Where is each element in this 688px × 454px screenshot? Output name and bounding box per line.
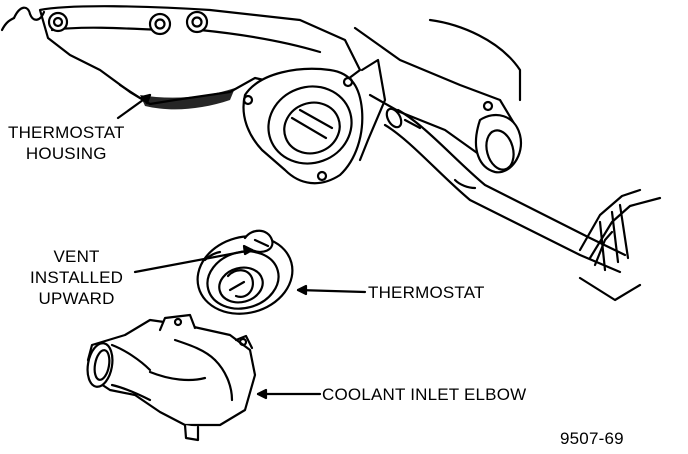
label-thermostat-housing: THERMOSTAT HOUSING: [8, 122, 125, 164]
coolant-tube: [383, 107, 627, 274]
thermostat-housing: [242, 58, 387, 185]
coolant-inlet-elbow-part: [86, 313, 257, 442]
mounting-bracket: [578, 188, 662, 302]
manifold-bolt: [47, 11, 69, 33]
label-vent-installed-upward: VENT INSTALLED UPWARD: [30, 246, 123, 309]
manifold-outlet: [353, 18, 523, 174]
manifold-bolt: [148, 12, 172, 36]
label-vent-line2: INSTALLED: [30, 268, 124, 287]
label-vent-line1: VENT: [53, 247, 100, 266]
label-vent-line3: UPWARD: [38, 289, 115, 308]
leader-lines: [116, 93, 367, 400]
label-coolant-inlet-elbow: COOLANT INLET ELBOW: [322, 385, 527, 404]
manifold-bolt: [185, 10, 209, 34]
leader-thermostat: [296, 288, 367, 294]
thermostat-part: [196, 229, 294, 315]
label-thermostat-housing-line1: THERMOSTAT: [8, 123, 125, 142]
leader-vent: [133, 248, 254, 274]
label-thermostat: THERMOSTAT: [368, 283, 485, 302]
figure-number: 9507-69: [560, 429, 624, 448]
label-thermostat-housing-line2: HOUSING: [25, 144, 107, 163]
